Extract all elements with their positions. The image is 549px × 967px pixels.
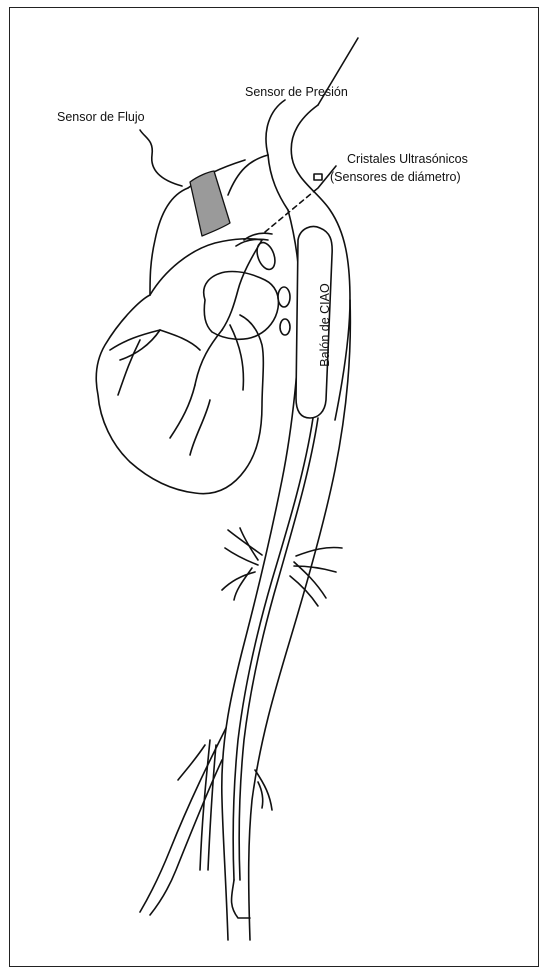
iliac-small-3: [258, 782, 263, 808]
coronary-branch-6: [118, 340, 140, 395]
upper-vessel-right-wall: [291, 105, 318, 158]
upper-vessel-left-wall: [266, 100, 285, 155]
crystals-label-line2: (Sensores de diámetro): [330, 170, 461, 186]
flow-sensor-label: Sensor de Flujo: [57, 110, 145, 126]
coronary-branch-1: [195, 330, 222, 385]
coronary-branch-7: [190, 400, 210, 455]
coronary-branch-2: [170, 385, 195, 438]
ascending-aorta-left: [150, 188, 188, 295]
flow-sensor-band: [190, 171, 230, 236]
branch-left-2: [225, 548, 258, 565]
catheter-wire-1: [233, 418, 313, 880]
branch-right-1: [296, 547, 342, 556]
coronary-branch-3: [230, 325, 243, 390]
heart-outline: [96, 295, 263, 494]
ascending-aorta-right: [228, 155, 268, 195]
crystals-label-line1: Cristales Ultrasónicos: [347, 152, 468, 168]
iliac-small-1: [178, 745, 205, 780]
aortic-arch-inner: [268, 155, 288, 210]
branch-left-4: [240, 528, 258, 560]
branch-left-5: [234, 568, 252, 600]
balloon-label: Balón de CIAO: [318, 283, 334, 366]
arch-branch-1: [254, 240, 279, 272]
crystal-marker: [314, 174, 322, 180]
coronary-branch-5: [160, 330, 200, 350]
flow-sensor-lead: [140, 130, 182, 186]
catheter-tip: [232, 880, 251, 918]
iliac-left-outer: [140, 728, 226, 912]
arch-branch-3: [280, 319, 290, 335]
heart-top-contour: [150, 239, 262, 295]
arch-branch-2: [278, 287, 290, 307]
iliac-small-2: [255, 770, 272, 810]
branch-left-1: [228, 530, 262, 555]
coronary-branch-4: [120, 330, 160, 360]
iliac-left-inner: [150, 760, 222, 915]
pressure-sensor-label: Sensor de Presión: [245, 85, 348, 101]
